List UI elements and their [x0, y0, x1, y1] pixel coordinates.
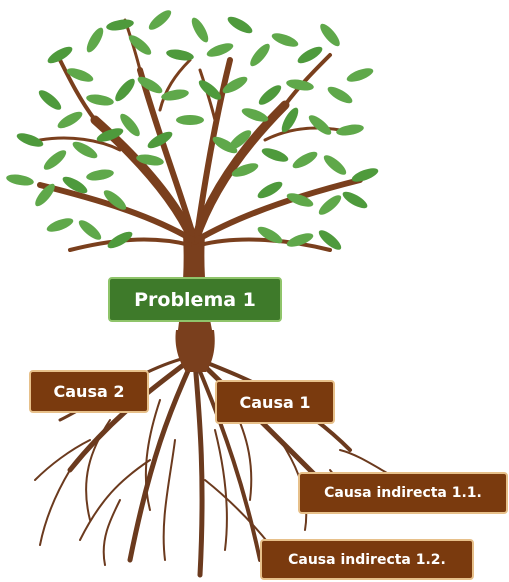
leaf-23	[137, 76, 163, 94]
leaf-39	[323, 155, 347, 175]
problem-label: Problema 1	[108, 277, 282, 322]
leaf-59	[212, 136, 238, 154]
trunk-base	[175, 330, 215, 372]
leaf-18	[346, 68, 374, 82]
root-10	[79, 459, 151, 541]
root-13	[144, 399, 161, 511]
leaf-15	[286, 79, 314, 91]
root-9	[85, 419, 111, 521]
leaf-8	[191, 17, 209, 43]
branch-7	[194, 57, 233, 238]
cause-1-label: Causa 1	[215, 380, 335, 424]
leaf-6	[148, 10, 172, 30]
leaf-3	[86, 27, 104, 53]
leaf-9	[206, 43, 234, 57]
leaf-17	[327, 86, 353, 104]
root-4	[192, 359, 205, 578]
leaf-29	[308, 115, 332, 135]
leaf-4	[106, 19, 134, 31]
root-15	[102, 499, 121, 566]
leaf-56	[136, 154, 164, 166]
branch-9	[194, 177, 363, 243]
leaf-53	[257, 226, 283, 244]
leaf-41	[6, 174, 34, 186]
leaf-32	[43, 150, 67, 170]
leaf-10	[227, 16, 253, 34]
leaf-31	[16, 133, 44, 147]
leaf-30	[336, 124, 364, 136]
root-19	[34, 439, 91, 481]
leaf-13	[297, 46, 323, 64]
tree-leaves	[6, 10, 379, 250]
leaf-2	[66, 68, 94, 82]
branch-11	[198, 237, 332, 252]
leaf-40	[351, 168, 379, 182]
root-3	[127, 359, 195, 563]
leaf-27	[241, 108, 269, 122]
leaf-57	[231, 163, 259, 177]
leaf-60	[176, 115, 204, 125]
leaf-34	[96, 128, 124, 142]
branch-13	[263, 126, 342, 142]
leaf-16	[258, 85, 282, 105]
leaf-58	[147, 131, 173, 149]
leaf-46	[257, 181, 283, 199]
leaf-35	[120, 113, 140, 137]
leaf-38	[292, 151, 318, 169]
branch-14	[158, 58, 192, 112]
leaf-52	[107, 231, 133, 249]
leaf-43	[62, 176, 88, 194]
leaf-14	[320, 23, 340, 47]
leaf-51	[78, 220, 102, 240]
leaf-37	[261, 148, 289, 162]
root-2	[39, 469, 71, 546]
leaf-28	[281, 107, 299, 133]
leaf-54	[286, 233, 314, 247]
branch-4	[283, 53, 332, 107]
leaf-47	[286, 193, 314, 207]
branch-10	[68, 237, 192, 252]
leaf-5	[128, 35, 152, 55]
indirect-cause-1-2-label: Causa indirecta 1.2.	[260, 539, 474, 580]
root-11	[204, 479, 271, 546]
leaf-48	[318, 195, 342, 215]
leaf-21	[86, 94, 114, 106]
root-18	[214, 429, 228, 551]
branch-12	[38, 136, 122, 152]
leaf-50	[46, 218, 74, 232]
leaf-45	[103, 190, 127, 210]
root-17	[162, 439, 176, 561]
leaf-42	[35, 183, 55, 207]
leaf-49	[342, 191, 368, 209]
leaf-26	[222, 76, 248, 94]
leaf-25	[198, 80, 222, 100]
leaf-20	[57, 111, 83, 129]
root-7	[194, 360, 262, 562]
leaf-11	[250, 43, 270, 67]
leaf-24	[161, 89, 189, 101]
cause-2-label: Causa 2	[29, 370, 149, 413]
leaf-7	[166, 49, 194, 61]
leaf-19	[38, 90, 62, 110]
branch-5	[137, 67, 196, 238]
branch-2	[58, 58, 97, 122]
leaf-22	[115, 78, 135, 102]
leaf-55	[318, 230, 342, 250]
leaf-44	[86, 169, 114, 181]
indirect-cause-1-1-label: Causa indirecta 1.1.	[298, 472, 508, 514]
leaf-33	[72, 141, 98, 159]
leaf-36	[228, 130, 252, 150]
leaf-12	[271, 33, 299, 47]
leaf-1	[47, 46, 73, 64]
